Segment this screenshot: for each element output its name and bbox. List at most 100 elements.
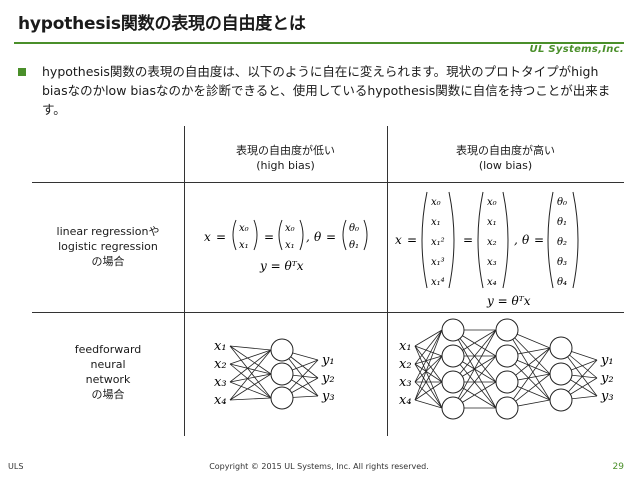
- network-node: [270, 386, 294, 410]
- row-label-linear-line1: linear regressionや: [56, 225, 160, 238]
- header-high-flexibility: 表現の自由度が高い (low bias): [387, 143, 624, 173]
- vec-theta-1: θ₁: [557, 217, 567, 228]
- formula-eq: =: [534, 233, 544, 247]
- network-edge: [229, 373, 272, 383]
- footer-company: ULS: [8, 462, 24, 471]
- network-edge: [229, 345, 272, 399]
- formula-eq: =: [326, 230, 336, 244]
- network-node: [549, 362, 573, 386]
- formula-x: x: [395, 233, 402, 247]
- vec-x-1: x₁: [487, 217, 497, 228]
- header-high-line2: (low bias): [478, 159, 533, 172]
- row-label-nn-line3: network: [85, 373, 131, 386]
- paren-right: [253, 219, 258, 251]
- bullet-square-icon: [18, 68, 26, 76]
- header-high-line1: 表現の自由度が高い: [456, 144, 555, 157]
- vec-theta0: θ₀: [349, 223, 359, 234]
- network-edge: [414, 329, 443, 365]
- vec-x1: x₁: [285, 240, 295, 251]
- linear-high-formula: x = x₀ x₁ x₁² x₁³ x₁⁴ = x₀ x₁ x₂ x₃ x₄ ,…: [395, 191, 579, 308]
- vec-theta-4: θ₄: [557, 277, 567, 288]
- vec-x-3: x₃: [487, 257, 497, 268]
- vec-poly-0: x₀: [431, 197, 441, 208]
- network-node: [441, 370, 465, 394]
- network-node: [549, 336, 573, 360]
- network-node: [270, 338, 294, 362]
- small-network-diagram: x₁ x₂ x₃ x₄ y₁ y₂ y₃: [214, 338, 335, 410]
- vec-poly-3: x₁³: [431, 257, 445, 268]
- paren-right: [299, 219, 304, 251]
- network-edge: [229, 349, 272, 401]
- vec-x-2: x₂: [487, 237, 497, 248]
- vec-theta-2: θ₂: [557, 237, 567, 248]
- network-node: [549, 388, 573, 412]
- output-label-y1: y₁: [321, 353, 335, 368]
- large-network-diagram: x₁ x₂ x₃ x₄ y₁ y₂ y₃: [399, 318, 614, 420]
- vec-x0: x₀: [239, 223, 249, 234]
- network-edge: [414, 355, 443, 401]
- vec-x1: x₁: [239, 240, 249, 251]
- paren-right: [572, 191, 579, 289]
- row-label-linear-line3: の場合: [91, 255, 125, 268]
- header-low-flexibility: 表現の自由度が低い (high bias): [184, 143, 387, 173]
- network-edge: [414, 363, 443, 383]
- network-edge: [229, 373, 272, 401]
- input-label-x4: x₄: [399, 393, 412, 408]
- paren-left: [342, 219, 347, 251]
- paren-left: [477, 191, 484, 289]
- paren-right: [363, 219, 368, 251]
- row-label-nn-line4: の場合: [91, 388, 125, 401]
- hypothesis-formula: y = θᵀx: [486, 294, 531, 308]
- network-edge: [414, 355, 443, 365]
- output-label-y2: y₂: [321, 371, 335, 386]
- input-label-x3: x₃: [214, 375, 227, 390]
- network-edge: [414, 381, 443, 409]
- network-edge: [414, 329, 443, 383]
- formula-comma: ,: [306, 230, 310, 244]
- row-label-nn-line2: neural: [90, 358, 126, 371]
- company-logo: UL Systems,Inc.: [529, 44, 624, 55]
- network-edge: [452, 329, 497, 409]
- paren-left: [421, 191, 428, 289]
- linear-low-formula: x = x₀ x₁ = x₀ x₁ , θ = θ₀ θ₁ y = θᵀx: [204, 219, 368, 273]
- network-edge: [414, 381, 443, 401]
- input-label-x2: x₂: [399, 357, 412, 372]
- slide-title: hypothesis関数の表現の自由度とは: [18, 14, 306, 34]
- network-node: [441, 318, 465, 342]
- vec-theta1: θ₁: [349, 240, 359, 251]
- paren-left: [278, 219, 283, 251]
- output-label-y2: y₂: [600, 371, 614, 386]
- vec-theta-0: θ₀: [557, 197, 567, 208]
- network-edge: [229, 381, 272, 399]
- header-low-line2: (high bias): [256, 159, 315, 172]
- table-header-rule: [32, 182, 624, 183]
- paren-right: [448, 191, 455, 289]
- network-edge: [506, 347, 551, 409]
- input-label-x4: x₄: [214, 393, 227, 408]
- row-label-linear: linear regressionや logistic regression の…: [32, 224, 184, 269]
- network-edge: [414, 355, 443, 383]
- table-col-rule-1: [184, 126, 185, 436]
- network-node: [495, 318, 519, 342]
- header-low-line1: 表現の自由度が低い: [236, 144, 335, 157]
- network-node: [441, 396, 465, 420]
- network-edge: [414, 399, 443, 409]
- row-label-nn: feedforward neural network の場合: [32, 342, 184, 402]
- table-row-rule: [32, 312, 624, 313]
- network-node: [495, 370, 519, 394]
- vec-poly-4: x₁⁴: [431, 277, 445, 288]
- network-edge: [229, 349, 272, 383]
- formula-eq: =: [264, 230, 274, 244]
- vec-poly-1: x₁: [431, 217, 441, 228]
- row-label-nn-line1: feedforward: [74, 343, 142, 356]
- network-edge: [229, 363, 272, 375]
- formula-theta: θ: [314, 230, 322, 244]
- paren-left: [547, 191, 554, 289]
- network-edge: [414, 345, 443, 409]
- output-label-y1: y₁: [600, 353, 614, 368]
- formula-eq: =: [407, 233, 417, 247]
- network-edge: [414, 329, 443, 347]
- network-edge: [229, 349, 272, 365]
- formula-eq: =: [216, 230, 226, 244]
- formula-comma: ,: [514, 233, 518, 247]
